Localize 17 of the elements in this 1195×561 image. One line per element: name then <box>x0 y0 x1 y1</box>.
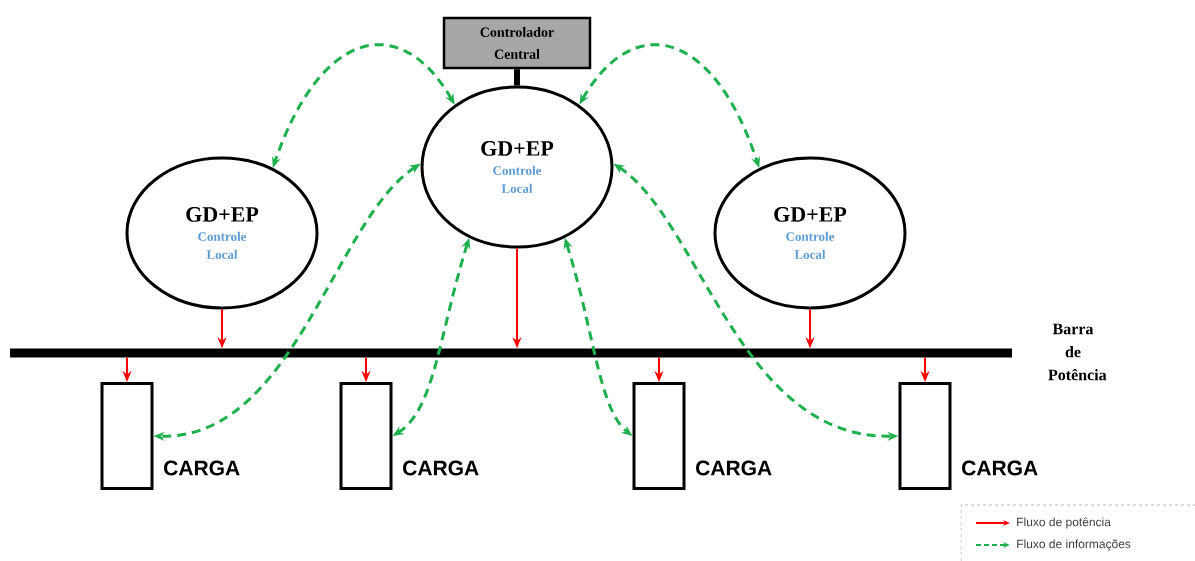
load-box <box>339 382 393 490</box>
controller-box: Controlador Central <box>442 16 592 70</box>
load-label: CARGA <box>962 460 1038 476</box>
load-label: CARGA <box>164 460 240 476</box>
connector-line <box>514 69 520 86</box>
load-box <box>632 382 686 490</box>
ellipse-node: GD+EP Controle Local <box>713 156 907 310</box>
power-bar <box>10 348 1012 358</box>
ellipse-node: GD+EP Controle Local <box>125 156 319 310</box>
load-label: CARGA <box>403 460 479 476</box>
bar-label: Barra de Potência <box>1048 323 1107 381</box>
load-label: CARGA <box>696 460 772 476</box>
load-box <box>100 382 154 490</box>
ellipse-node: GD+EP Controle Local <box>420 85 614 249</box>
load-box <box>898 382 952 490</box>
legend-text: Fluxo de informações <box>1017 539 1131 551</box>
legend-text: Fluxo de potência <box>1017 517 1111 529</box>
